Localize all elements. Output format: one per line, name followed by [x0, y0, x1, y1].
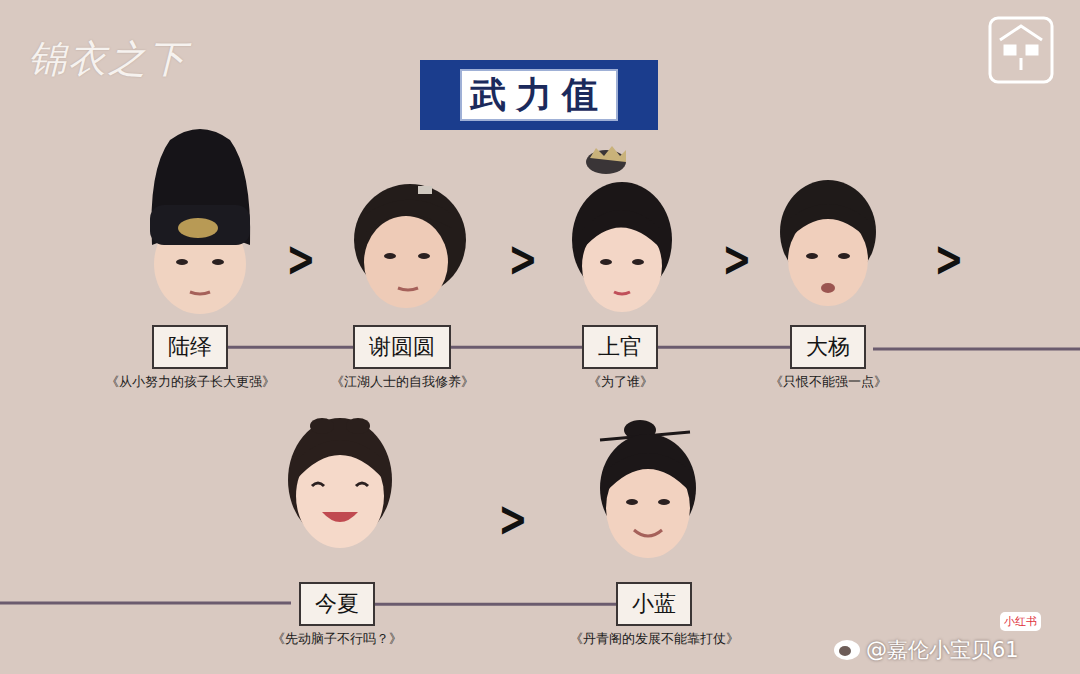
face-portrait	[600, 420, 696, 558]
title-text: 武力值	[460, 69, 618, 120]
name-box: 大杨	[790, 325, 866, 369]
rank-symbol: >	[722, 234, 751, 284]
character-node: 上官《为了谁》	[470, 325, 770, 391]
badge-text: 小红书	[1000, 612, 1041, 631]
rank-line	[658, 347, 790, 348]
rank-line	[228, 347, 353, 348]
name-box: 谢圆圆	[353, 325, 451, 369]
caption-text: 《只恨不能强一点》	[678, 373, 978, 391]
character-node: 大杨《只恨不能强一点》	[678, 325, 978, 391]
face-portrait	[288, 418, 392, 548]
face-portrait	[354, 184, 466, 308]
title-banner: 武力值	[420, 60, 658, 130]
caption-text: 《江湖人士的自我修养》	[252, 373, 552, 391]
rank-line	[451, 347, 582, 348]
name-box: 陆绎	[152, 325, 228, 369]
character-node: 今夏《先动脑子不行吗？》	[187, 582, 487, 648]
face-portrait	[572, 146, 672, 312]
rank-symbol: >	[286, 234, 315, 284]
character-node: 谢圆圆《江湖人士的自我修养》	[252, 325, 552, 391]
rank-line	[375, 604, 616, 605]
face-portrait	[780, 180, 876, 306]
watermark: @嘉伦小宝贝61	[866, 636, 1019, 664]
name-box: 上官	[582, 325, 658, 369]
rank-line	[0, 602, 291, 605]
rank-symbol: >	[934, 234, 963, 284]
caption-text: 《先动脑子不行吗？》	[187, 630, 487, 648]
rank-symbol: >	[508, 234, 537, 284]
character-node: 小蓝《丹青阁的发展不能靠打仗》	[504, 582, 804, 648]
rank-symbol: >	[498, 494, 527, 544]
character-node: 陆绎《从小努力的孩子长大更强》	[40, 325, 340, 391]
rank-line	[873, 348, 1080, 351]
corner-icon	[990, 18, 1052, 82]
name-box: 今夏	[299, 582, 375, 626]
caption-text: 《丹青阁的发展不能靠打仗》	[504, 630, 804, 648]
name-box: 小蓝	[616, 582, 692, 626]
caption-text: 《从小努力的孩子长大更强》	[40, 373, 340, 391]
weibo-icon	[834, 640, 860, 660]
logo-text: 锦衣之下	[28, 34, 188, 85]
caption-text: 《为了谁》	[470, 373, 770, 391]
face-portrait	[150, 129, 250, 314]
